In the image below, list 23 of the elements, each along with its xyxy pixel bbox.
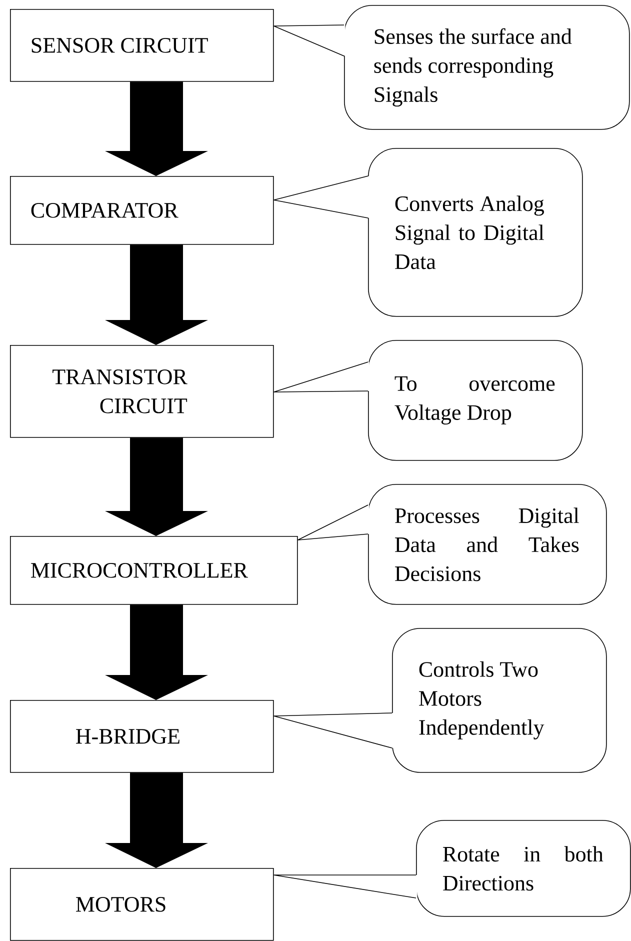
callout-pointer xyxy=(297,504,370,540)
callout-pointer xyxy=(273,712,394,748)
process-box: COMPARATOR xyxy=(10,176,274,245)
callout-bubble: Senses the surface and sends corresponding Signals xyxy=(344,5,630,130)
callout-pointer xyxy=(273,362,370,392)
process-box: H-BRIDGE xyxy=(10,700,274,773)
process-box: MOTORS xyxy=(10,868,274,941)
process-box: TRANSISTOR CIRCUIT xyxy=(10,345,274,438)
callout-bubble: To overcome Voltage Drop xyxy=(368,340,583,461)
process-box: SENSOR CIRCUIT xyxy=(10,9,274,82)
callout-pointer xyxy=(273,24,346,56)
block-arrow xyxy=(105,82,208,176)
process-box: MICROCONTROLLER xyxy=(10,536,298,605)
callout-bubble: Converts Analog Signal to Digital Data xyxy=(368,148,583,317)
callout-pointer xyxy=(273,874,418,898)
block-arrow xyxy=(105,772,208,868)
block-arrow xyxy=(105,438,208,536)
block-arrow xyxy=(105,604,208,700)
block-arrow xyxy=(105,244,208,345)
callout-pointer xyxy=(273,176,370,218)
callout-bubble: Controls Two Motors Independently xyxy=(392,628,607,773)
callout-bubble: Rotate in both Directions xyxy=(416,820,631,917)
callout-bubble: Processes Digital Data and Takes Decisions xyxy=(368,484,607,605)
